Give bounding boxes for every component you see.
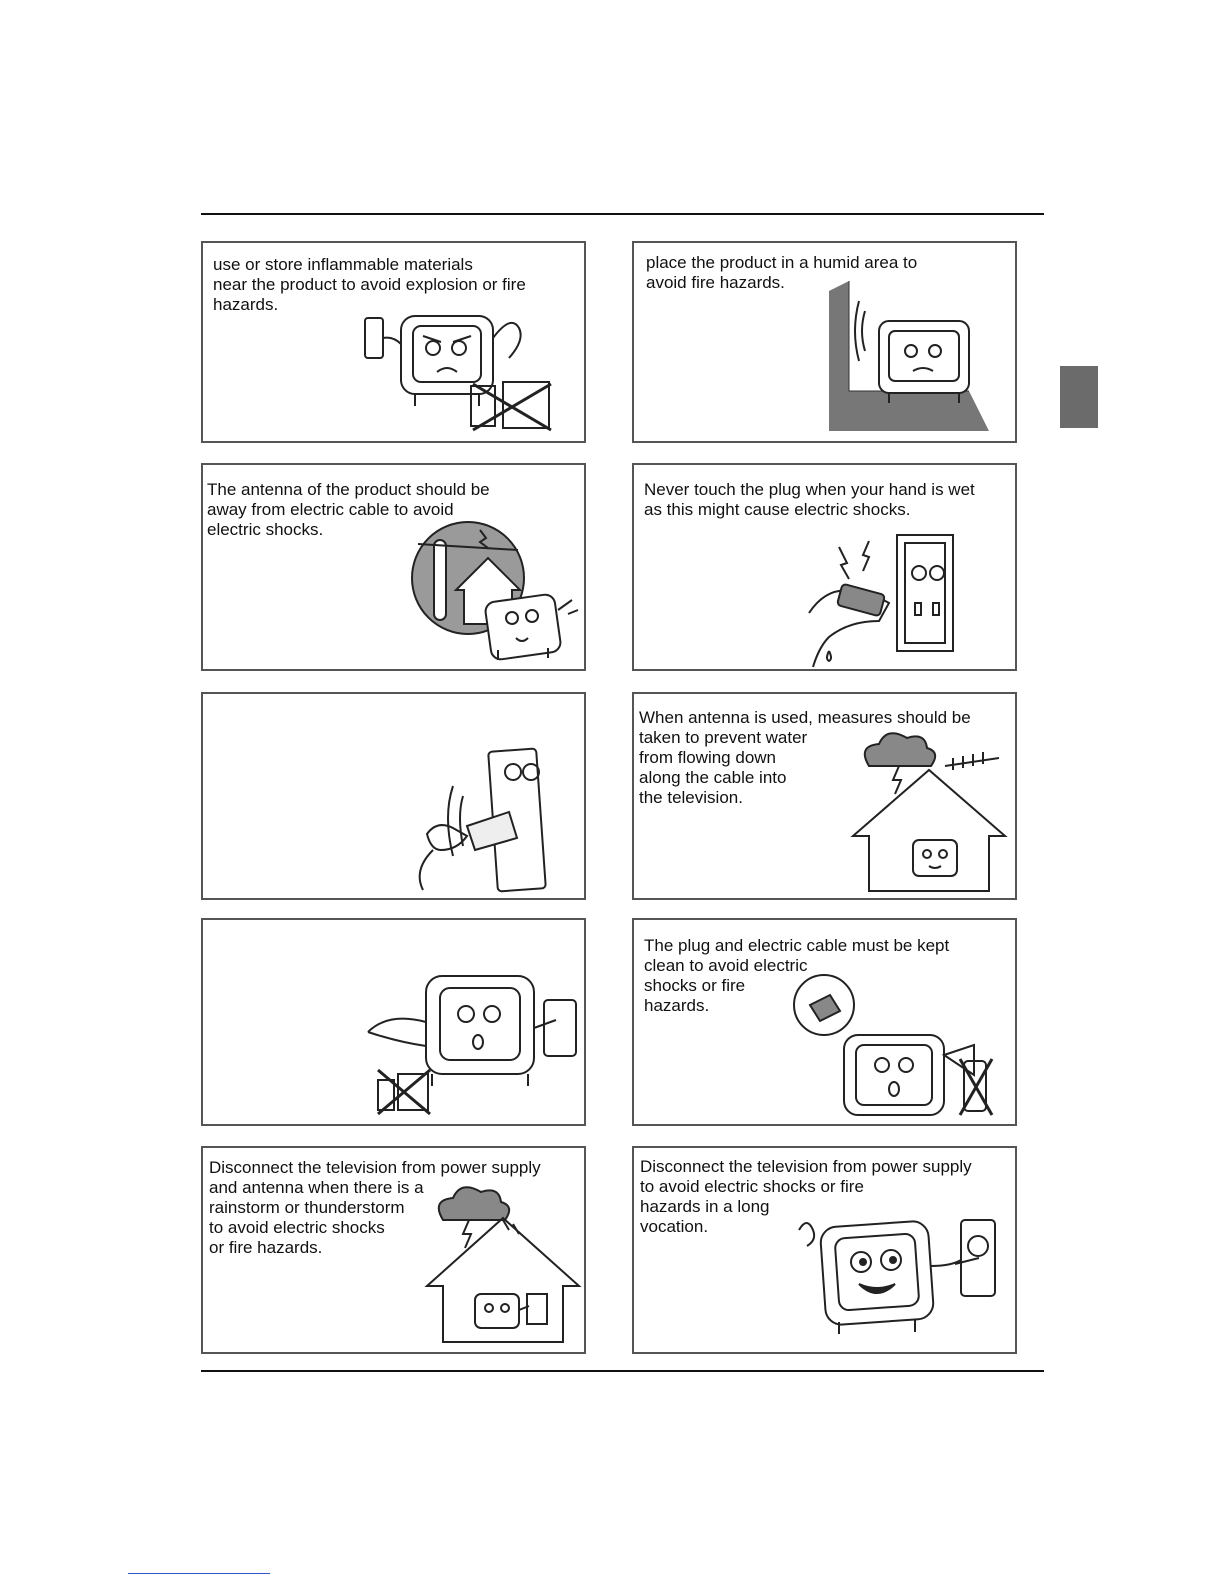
safety-panel-thunderstorm: Disconnect the television from power sup… [201,1146,586,1354]
panel-text: use or store inflammable materials near … [213,255,526,314]
section-tab-marker [1060,366,1098,428]
safety-panel-humid-area: place the product in a humid area to avo… [632,241,1017,443]
panel-text: place the product in a humid area to avo… [646,253,918,292]
panel-text: The plug and electric cable must be kept… [644,936,950,1015]
panel-text: The antenna of the product should be awa… [207,480,490,539]
thunderstorm-house-icon [424,1186,582,1343]
safety-panel-antenna-water: When antenna is used, measures should be… [632,692,1017,900]
safety-panel-inflammable: use or store inflammable materials near … [201,241,586,443]
antenna-cable-icon [411,521,579,661]
tv-clean-plug-icon [793,974,994,1116]
safety-panel-long-vocation: Disconnect the television from power sup… [632,1146,1017,1354]
tv-inflammable-icon [364,315,552,432]
safety-panel-clean-plug: The plug and electric cable must be kept… [632,918,1017,1126]
footer-link-underline [128,1573,270,1574]
safety-panel-unplug [201,918,586,1126]
bottom-rule [201,1370,1044,1372]
tv-humid-area-icon [829,281,989,431]
panel-text: Never touch the plug when your hand is w… [644,480,975,519]
safety-panel-antenna-cable: The antenna of the product should be awa… [201,463,586,671]
safety-panel-wet-hand: Never touch the plug when your hand is w… [632,463,1017,671]
top-rule [201,213,1044,215]
antenna-storm-house-icon [850,732,1008,892]
panel-text: Disconnect the television from power sup… [640,1157,972,1236]
tv-unplug-icon [367,975,577,1116]
panel-text: When antenna is used, measures should be… [639,708,971,807]
hand-plug-socket-icon [418,747,547,893]
wet-hand-plug-icon [808,534,954,668]
safety-panel-plug-socket [201,692,586,900]
panel-text: Disconnect the television from power sup… [209,1158,541,1257]
tv-disconnect-plug-icon [798,1219,996,1334]
